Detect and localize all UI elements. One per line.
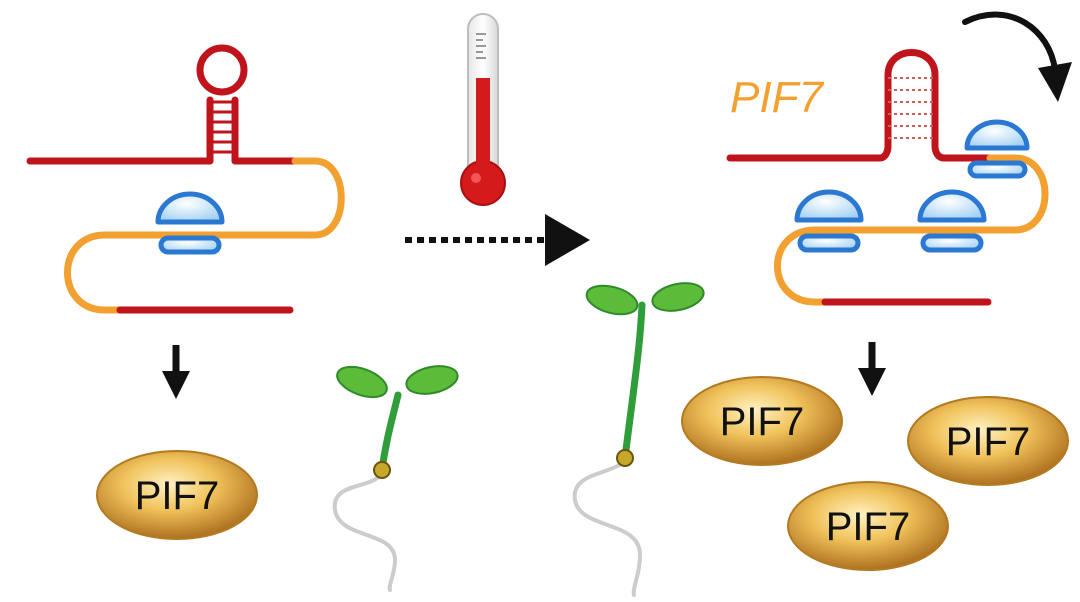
right-protein-1-label: PIF7: [720, 400, 804, 444]
right-ribosome-left-icon: [794, 189, 864, 253]
right-ribosome-middle-icon: [917, 189, 987, 253]
tall-seedling-leaf-left: [585, 284, 639, 316]
right-protein-3-label: PIF7: [826, 505, 910, 549]
thermometer-icon: [460, 13, 506, 206]
right-mrna-5prime: [726, 49, 994, 162]
right-ribosome-top-icon: [964, 119, 1030, 179]
left-protein-icon: PIF7: [96, 450, 258, 540]
right-mrna-coding: [774, 154, 1049, 306]
right-protein-1-icon: PIF7: [681, 376, 843, 466]
right-protein-2-icon: PIF7: [907, 396, 1069, 486]
left-mrna-coding: [64, 157, 345, 314]
right-protein-2-label: PIF7: [946, 420, 1030, 464]
left-hairpin-loop: [196, 44, 248, 96]
short-seedling-leaf-left: [336, 365, 388, 399]
tall-seedling-root: [572, 456, 643, 597]
tall-seedling-leaf-right: [651, 282, 705, 312]
rotation-arrow-icon: [962, 11, 1072, 102]
tall-seedling-stem: [621, 301, 646, 462]
tall-seedling-icon: [572, 282, 705, 597]
short-seedling-root: [332, 468, 398, 592]
left-mrna-group: [26, 44, 345, 314]
left-mrna-5prime: [26, 96, 299, 165]
right-protein-3-icon: PIF7: [787, 481, 949, 571]
short-seedling-leaf-right: [405, 365, 459, 395]
dotted-arrow-icon: [405, 214, 590, 266]
left-ribosome-icon: [155, 191, 225, 255]
short-seedling-stem: [378, 391, 402, 474]
right-mrna-group: [726, 49, 1049, 306]
gene-label: PIF7: [730, 73, 824, 122]
right-hairpin-broken-pairs: [888, 77, 935, 139]
short-seedling-icon: [332, 365, 459, 592]
left-hairpin-basepairs: [210, 100, 235, 154]
left-protein-label: PIF7: [135, 474, 219, 518]
short-seedling-node: [373, 461, 391, 479]
tall-seedling-node: [616, 449, 634, 467]
